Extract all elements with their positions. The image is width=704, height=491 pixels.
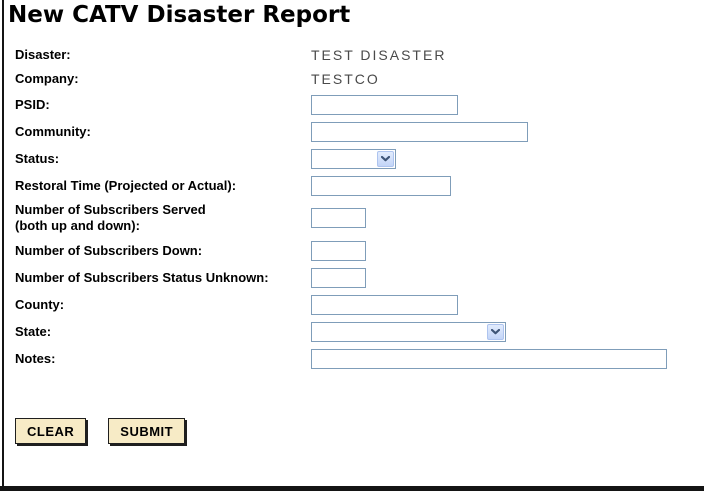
subscribers-served-label: Number of Subscribers Served (both up an… [15,202,206,233]
form-row-status: Status: [15,145,704,172]
clear-button[interactable]: CLEAR [15,418,87,444]
form-row-state: State: [15,318,704,345]
window-left-border [2,0,4,491]
submit-button[interactable]: SUBMIT [108,418,186,444]
form-row-subscribers-unknown: Number of Subscribers Status Unknown: [15,264,704,291]
form-row-subscribers-served: Number of Subscribers Served (both up an… [15,199,704,237]
disaster-value: TEST DISASTER [311,47,447,63]
psid-label: PSID: [15,96,50,112]
subscribers-unknown-label: Number of Subscribers Status Unknown: [15,269,269,285]
community-input[interactable] [311,121,528,142]
chevron-down-icon [377,150,394,167]
window-bottom-border [0,486,704,491]
status-label: Status: [15,150,60,166]
disaster-label: Disaster: [15,47,71,62]
disaster-report-form: Disaster: TEST DISASTER Company: TESTCO … [15,43,704,372]
subscribers-served-input[interactable] [311,208,366,228]
notes-input[interactable] [311,348,667,369]
form-row-company: Company: TESTCO [15,67,704,91]
community-label: Community: [15,123,91,139]
county-input[interactable] [311,294,458,315]
subscribers-down-label: Number of Subscribers Down: [15,242,203,258]
form-row-disaster: Disaster: TEST DISASTER [15,43,704,67]
company-value: TESTCO [311,71,380,87]
form-row-psid: PSID: [15,91,704,118]
form-row-notes: Notes: [15,345,704,372]
restoral-time-label: Restoral Time (Projected or Actual): [15,177,237,193]
company-label: Company: [15,71,79,86]
form-buttons: CLEAR SUBMIT [15,418,704,444]
chevron-down-icon [487,323,504,340]
status-select[interactable] [311,148,396,169]
notes-label: Notes: [15,350,56,366]
subscribers-unknown-input[interactable] [311,267,366,288]
county-label: County: [15,296,65,312]
restoral-time-input[interactable] [311,175,451,196]
state-label: State: [15,323,52,339]
state-select[interactable] [311,321,506,342]
psid-input[interactable] [311,94,458,115]
form-row-subscribers-down: Number of Subscribers Down: [15,237,704,264]
subscribers-down-input[interactable] [311,240,366,261]
form-row-county: County: [15,291,704,318]
form-row-restoral-time: Restoral Time (Projected or Actual): [15,172,704,199]
page-title: New CATV Disaster Report [8,2,351,28]
form-row-community: Community: [15,118,704,145]
